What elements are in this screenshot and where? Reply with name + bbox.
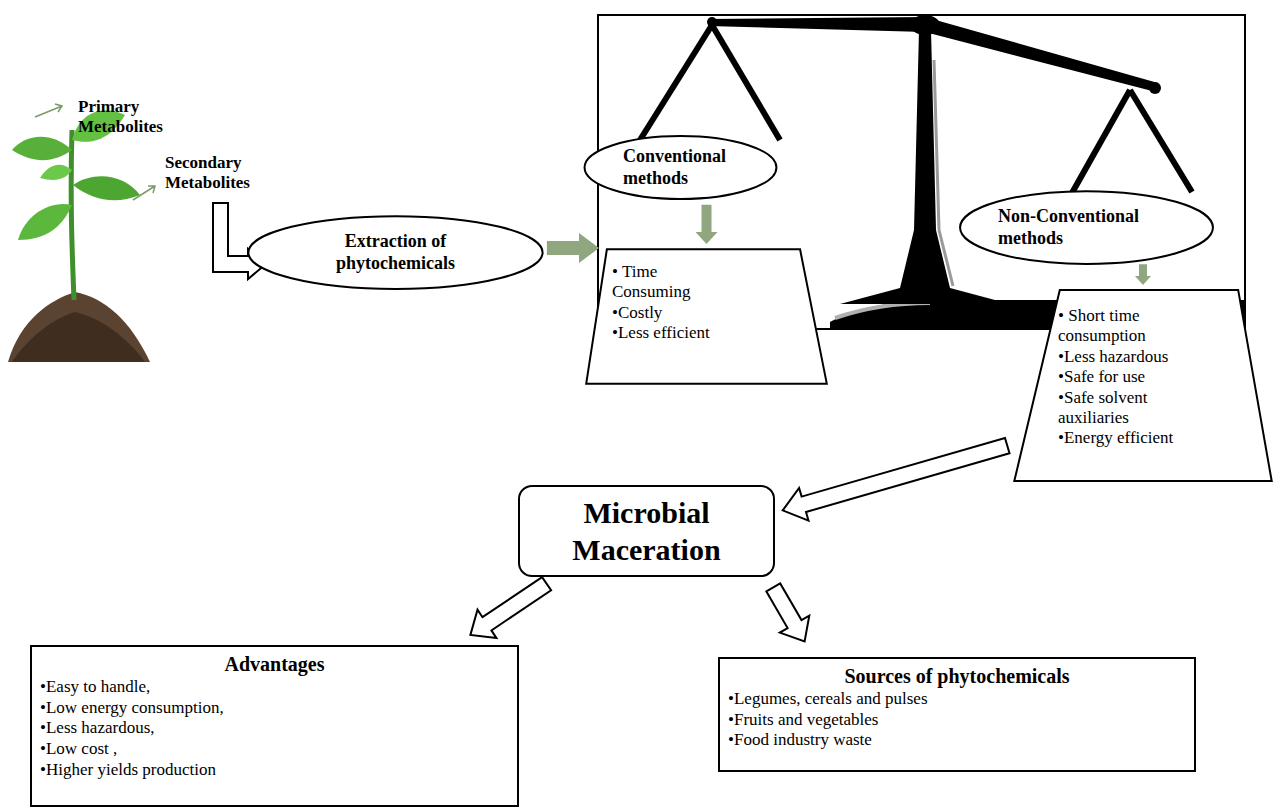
text-area: Advantages•Easy to handle,•Low energy co… [40, 651, 509, 801]
soil-shade [12, 312, 145, 362]
hollow-arrow [470, 577, 551, 638]
leaf [18, 204, 72, 240]
text-area: • Short time consumption•Less hazardous•… [1058, 306, 1193, 476]
pan-string [1068, 90, 1130, 200]
pan-string [1130, 90, 1192, 192]
node-bullet: •Higher yields production [40, 760, 509, 781]
leaf [73, 176, 140, 200]
method-ellipse: Non-Conventional methods [958, 190, 1215, 265]
node-text: Non-Conventional methods [998, 206, 1178, 249]
flow-arrow [547, 233, 599, 263]
node-bullet: •Food industry waste [728, 730, 1186, 751]
ellipse-outline [958, 190, 1215, 265]
node-bullet: •Less hazardous, [40, 718, 509, 739]
pointer-arrow [35, 104, 62, 117]
text-area: Non-Conventional methods [998, 204, 1178, 251]
scale-post [840, 30, 1010, 304]
node-bullet: •Safe solvent auxiliaries [1058, 388, 1193, 429]
info-box: Advantages•Easy to handle,•Low energy co… [30, 645, 519, 807]
node-text: Microbial Maceration [528, 494, 765, 569]
node-text: Advantages [40, 651, 509, 677]
soil-mound [8, 292, 150, 362]
metabolite-label: Secondary Metabolites [165, 153, 275, 194]
scale-shine [934, 60, 953, 286]
node-bullet: •Legumes, cereals and pulses [728, 689, 1186, 710]
trapezoid-box: • Short time consumption•Less hazardous•… [1013, 288, 1273, 483]
outline-shape [585, 136, 777, 199]
text-area: • Time Consuming•Costly•Less efficient [612, 262, 727, 377]
plant-stem [71, 130, 74, 300]
process-box: Microbial Maceration [518, 485, 775, 577]
node-bullet: •Fruits and vegetables [728, 710, 1186, 731]
node-bullet: •Low energy consumption, [40, 698, 509, 719]
node-bullet: •Low cost , [40, 739, 509, 760]
leaf [40, 165, 72, 180]
text-area: Sources of phytochemicals•Legumes, cerea… [728, 663, 1186, 768]
scale-pivot [910, 15, 940, 35]
node-bullet: •Less efficient [612, 323, 727, 343]
scale-shine [835, 303, 930, 318]
outline-shape [1014, 290, 1271, 481]
scale-end [707, 17, 717, 27]
node-text: • Short time consumption [1058, 306, 1193, 347]
node-text: • Time Consuming [612, 262, 727, 303]
node-bullet: •Energy efficient [1058, 428, 1193, 448]
node-bullet: •Less hazardous [1058, 347, 1193, 367]
outline-shape [960, 191, 1213, 264]
scale-end [1149, 82, 1161, 94]
pointer-arrow [133, 186, 155, 200]
node-text: Sources of phytochemicals [728, 663, 1186, 689]
node-text: Conventional methods [623, 146, 748, 189]
node-bullet: •Easy to handle, [40, 677, 509, 698]
metabolite-label: Primary Metabolites [78, 97, 178, 138]
text-area: Extraction of phytochemicals [288, 227, 503, 278]
node-bullet: •Safe for use [1058, 367, 1193, 387]
text-area: Conventional methods [623, 145, 748, 190]
text-area: Microbial Maceration [528, 491, 765, 571]
flow-arrow [696, 205, 718, 244]
method-ellipse: Conventional methods [583, 135, 778, 200]
plant-illustration [8, 110, 150, 362]
node-bullet: •Costly [612, 303, 727, 323]
hollow-arrow [783, 438, 1010, 521]
process-ellipse: Extraction of phytochemicals [246, 215, 545, 290]
info-box: Sources of phytochemicals•Legumes, cerea… [718, 657, 1196, 772]
outline-shape [248, 216, 542, 289]
flow-arrow [1135, 264, 1151, 285]
outline-shape [586, 249, 827, 383]
hollow-arrow [766, 583, 809, 641]
pan-string [712, 25, 780, 140]
node-text: Extraction of phytochemicals [288, 231, 503, 274]
leaf [12, 137, 72, 160]
pan-string [640, 25, 712, 140]
trapezoid-box: • Time Consuming•Costly•Less efficient [585, 248, 828, 385]
